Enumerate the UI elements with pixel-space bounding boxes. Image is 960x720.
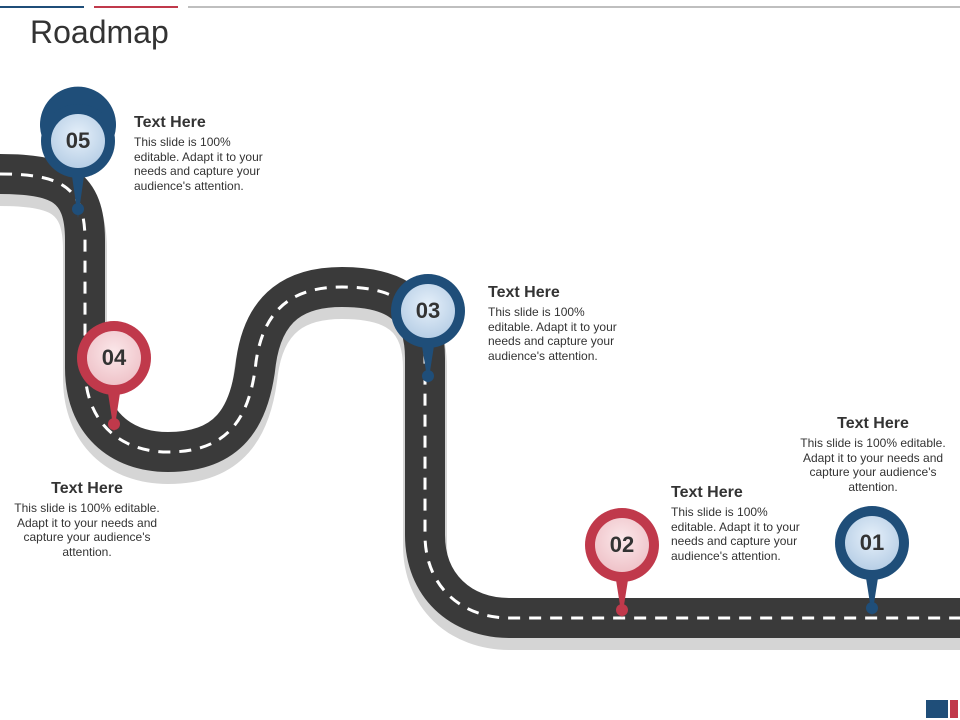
milestone-04-heading: Text Here (51, 480, 123, 497)
milestone-01-text: Text Here This slide is 100% editable. A… (800, 415, 946, 494)
milestone-03-text: Text Here This slide is 100% editable. A… (488, 284, 628, 363)
top-divider (188, 6, 960, 8)
milestone-05-heading: Text Here (134, 114, 206, 131)
corner-square-red (950, 700, 958, 718)
pin-03 (391, 274, 465, 384)
top-accent-blue (0, 6, 84, 8)
corner-square-blue (926, 700, 948, 718)
milestone-02-text: Text Here This slide is 100% editable. A… (671, 484, 811, 563)
milestone-01-body: This slide is 100% editable. Adapt it to… (800, 436, 946, 494)
pin-02 (585, 508, 659, 618)
milestone-03-heading: Text Here (488, 284, 560, 301)
milestone-04-number: 04 (101, 345, 127, 370)
milestone-04-body: This slide is 100% editable. Adapt it to… (14, 501, 160, 559)
pin-01 (835, 506, 909, 616)
milestone-02-heading: Text Here (671, 484, 743, 501)
milestone-03-number: 03 (415, 298, 441, 323)
milestone-03-body: This slide is 100% editable. Adapt it to… (488, 305, 617, 363)
pin-04 (77, 321, 151, 432)
road-shadow (0, 162, 960, 650)
page-title: Roadmap (30, 14, 169, 50)
milestone-02-body: This slide is 100% editable. Adapt it to… (671, 505, 800, 563)
milestone-05-number: 05 (65, 128, 91, 153)
milestone-04-text: Text Here This slide is 100% editable. A… (14, 480, 160, 559)
milestone-01-number: 01 (859, 530, 885, 555)
pin-05 (40, 86, 116, 218)
milestone-05-text: Text Here This slide is 100% editable. A… (134, 114, 274, 193)
milestone-05-body: This slide is 100% editable. Adapt it to… (134, 135, 263, 193)
milestone-01-heading: Text Here (837, 415, 909, 432)
milestone-02-number: 02 (609, 532, 635, 557)
top-accent-red (94, 6, 178, 8)
